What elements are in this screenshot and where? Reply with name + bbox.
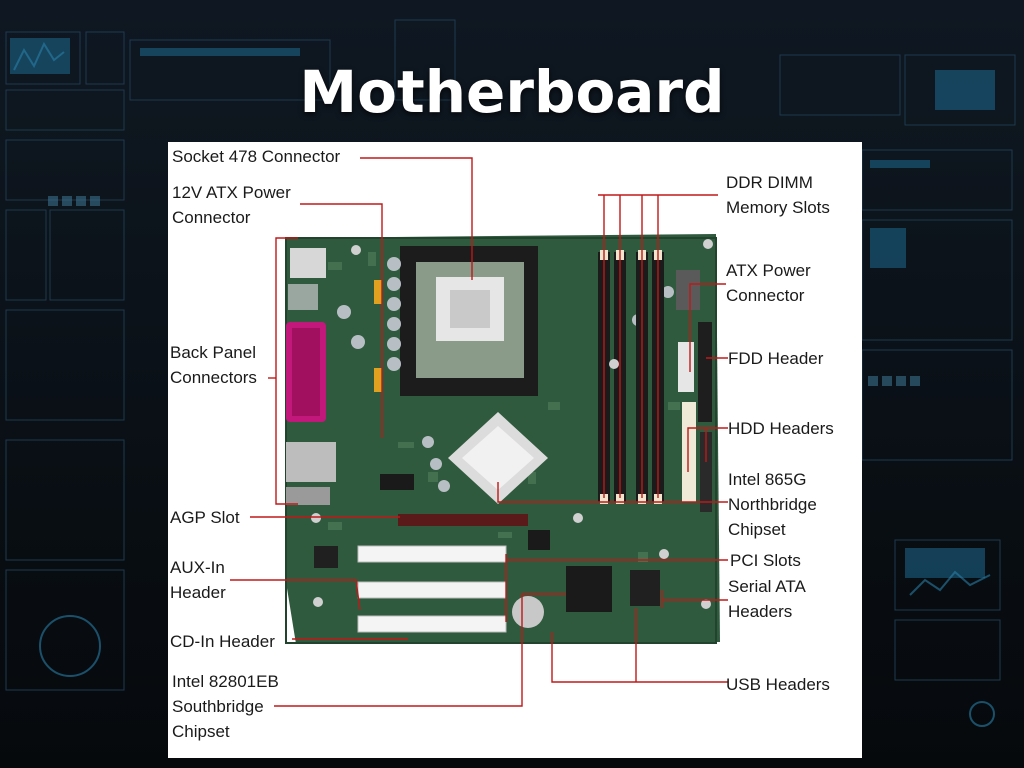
label-ddr-dimm-memory-slots: DDR DIMM Memory Slots bbox=[726, 173, 830, 217]
label-cd-in-header: CD-In Header bbox=[170, 632, 275, 651]
label-serial-ata-headers: Serial ATA Headers bbox=[728, 577, 806, 621]
slide-title: Motherboard bbox=[299, 58, 725, 126]
label-usb-headers: USB Headers bbox=[726, 675, 830, 694]
label-back-panel-connectors: Back Panel Connectors bbox=[170, 343, 257, 387]
label-aux-in-header: AUX-In Header bbox=[170, 558, 226, 602]
label-agp-slot: AGP Slot bbox=[170, 508, 240, 527]
label-hdd-headers: HDD Headers bbox=[728, 419, 834, 438]
label-pci-slots: PCI Slots bbox=[730, 551, 801, 570]
label-12v-atx-power-connector: 12V ATX Power Connector bbox=[172, 183, 291, 227]
label-socket-478-connector: Socket 478 Connector bbox=[172, 147, 341, 166]
leader-lines bbox=[230, 157, 728, 707]
motherboard-diagram: Socket 478 Connector 12V ATX Power Conne… bbox=[168, 142, 862, 758]
label-southbridge-chipset: Intel 82801EB Southbridge Chipset bbox=[172, 672, 279, 741]
label-fdd-header: FDD Header bbox=[728, 349, 824, 368]
motherboard-illustration bbox=[230, 157, 728, 707]
label-atx-power-connector: ATX Power Connector bbox=[726, 261, 811, 305]
label-northbridge-chipset: Intel 865G Northbridge Chipset bbox=[728, 470, 817, 539]
